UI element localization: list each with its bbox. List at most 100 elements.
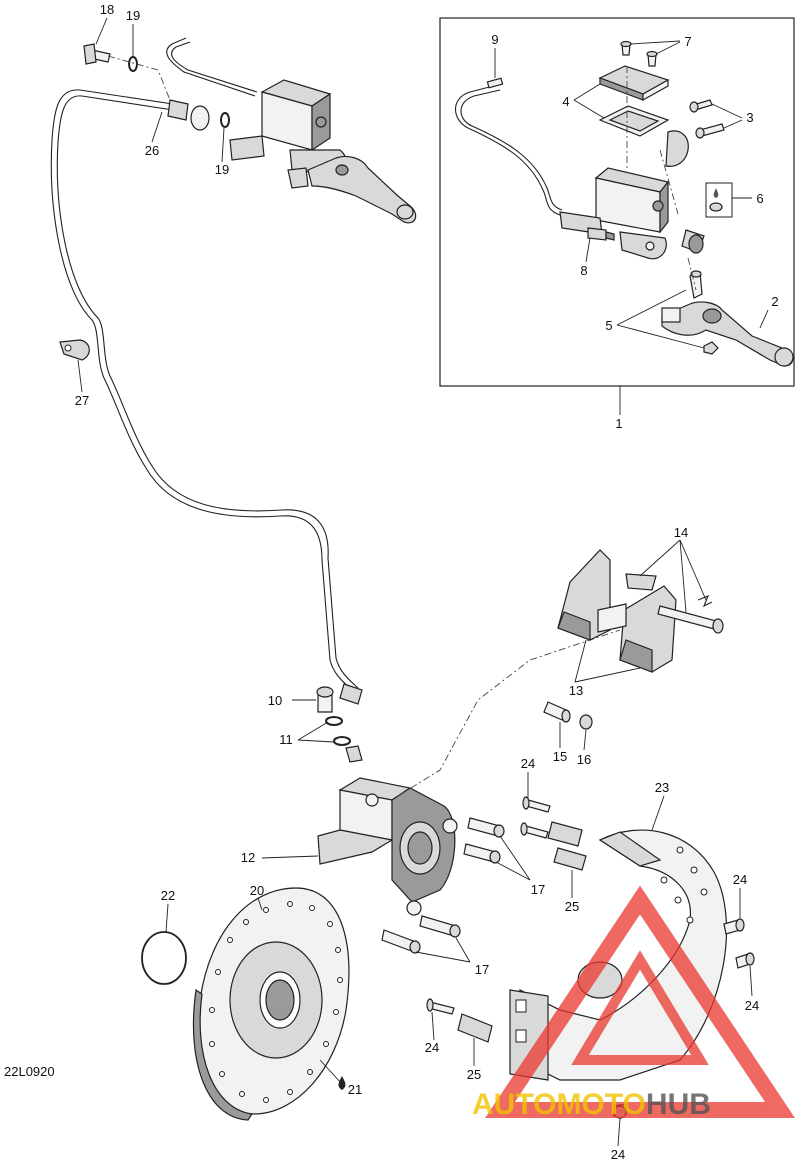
leader-5: [616, 289, 705, 349]
callout-18: 18: [100, 2, 114, 17]
part-lever-top: [307, 155, 417, 224]
callout-9: 9: [491, 32, 498, 47]
callout-23: 23: [655, 780, 669, 795]
callout-10: 10: [268, 693, 282, 708]
part-24-screws-upper: [520, 796, 551, 839]
axis-inset: [659, 149, 697, 291]
part-lever-boot: [681, 229, 705, 254]
callout-12: 12: [241, 850, 255, 865]
callout-24e: 24: [611, 1147, 625, 1162]
callout-24b: 24: [733, 872, 747, 887]
part-19-washer-top: [128, 56, 138, 72]
callout-17b: 17: [475, 962, 489, 977]
part-25-spacer-lower: [457, 1013, 493, 1043]
callout-25a: 25: [565, 899, 579, 914]
leader-14: [639, 539, 707, 613]
watermark-text-part2: HUB: [646, 1088, 711, 1121]
part-15-bleeder-screw: [543, 701, 571, 723]
callout-2: 2: [771, 294, 778, 309]
part-10-banjo-bolt: [316, 686, 334, 713]
part-22-o-ring: [141, 931, 187, 985]
callout-7: 7: [684, 34, 691, 49]
inset-frame: [439, 17, 795, 387]
callout-8: 8: [580, 263, 587, 278]
leader-3: [711, 103, 743, 129]
callout-26: 26: [145, 143, 159, 158]
leader-27: [77, 359, 83, 393]
part-wire-top-2: [171, 41, 258, 93]
leader-22: [165, 903, 169, 933]
axis-pads: [397, 629, 621, 797]
part-17-caliper-bolts: [381, 817, 505, 954]
callout-24c: 24: [745, 998, 759, 1013]
part-12-brake-caliper: [317, 777, 458, 916]
callout-4: 4: [562, 94, 569, 109]
part-18-banjo-bolt: [83, 43, 111, 65]
part-hose-fitting: [345, 745, 363, 763]
part-6-sight-glass: [705, 182, 733, 218]
callout-24a: 24: [521, 756, 535, 771]
watermark-text-part1: AUTOMOTO: [472, 1088, 646, 1121]
callout-19b: 19: [215, 162, 229, 177]
part-3-clamp: [665, 99, 725, 167]
part-2-brake-lever: [661, 301, 794, 367]
leader-2: [759, 309, 769, 329]
callout-3: 3: [746, 110, 753, 125]
part-24-screws-right: [723, 918, 755, 969]
part-8-brake-switch: [587, 227, 615, 241]
leader-7: [629, 40, 681, 55]
part-14-pad-pin: [625, 573, 724, 634]
callout-6: 6: [756, 191, 763, 206]
leader-21: [319, 1059, 343, 1085]
leader-26: [151, 111, 163, 143]
callout-20: 20: [250, 883, 264, 898]
callout-22: 22: [161, 888, 175, 903]
leader-13: [574, 639, 641, 683]
callout-17a: 17: [531, 882, 545, 897]
leader-11: [297, 721, 335, 743]
callout-16: 16: [577, 752, 591, 767]
part-27-hose-clip: [59, 339, 90, 361]
watermark-logo: [485, 885, 795, 1118]
part-25-spacers-upper: [547, 821, 587, 871]
callout-13: 13: [569, 683, 583, 698]
leader-19b: [221, 127, 225, 163]
part-20-brake-disc: [192, 887, 350, 1121]
callout-21: 21: [348, 1082, 362, 1097]
callout-14: 14: [674, 525, 688, 540]
thread-locker-icon: [338, 1076, 346, 1090]
part-26-brake-hose: [50, 89, 363, 705]
part-13-brake-pads: [557, 549, 677, 673]
leader-4: [573, 83, 605, 119]
part-5-pivot: [689, 270, 719, 355]
callout-11: 11: [279, 732, 293, 747]
part-9-wire-harness: [454, 77, 563, 216]
leader-8: [585, 237, 591, 263]
part-11-washers: [325, 716, 351, 746]
part-4-reservoir-cap: [598, 65, 670, 137]
figure-code: 22L0920: [4, 1064, 55, 1079]
leader-17b: [415, 937, 471, 963]
part-wire-top: [166, 37, 256, 97]
leader-23: [651, 795, 665, 831]
leader-12: [261, 855, 319, 859]
leader-24c: [749, 965, 753, 997]
callout-15: 15: [553, 749, 567, 764]
leader-17a: [495, 835, 531, 881]
part-19-washer-bottom: [220, 112, 230, 128]
part-24-screw-lower: [426, 998, 455, 1015]
axis-18: [107, 55, 171, 101]
callout-25b: 25: [467, 1067, 481, 1082]
part-16-bleeder-cap: [579, 714, 593, 730]
part-master-cylinder-body: [559, 167, 670, 260]
leader-24d: [431, 1011, 435, 1041]
part-master-cylinder-top: [229, 79, 348, 189]
callout-27: 27: [75, 393, 89, 408]
leader-20: [257, 897, 263, 911]
leader-24e: [617, 1117, 621, 1147]
callout-24d: 24: [425, 1040, 439, 1055]
callout-5: 5: [605, 318, 612, 333]
leader-16: [583, 729, 587, 751]
